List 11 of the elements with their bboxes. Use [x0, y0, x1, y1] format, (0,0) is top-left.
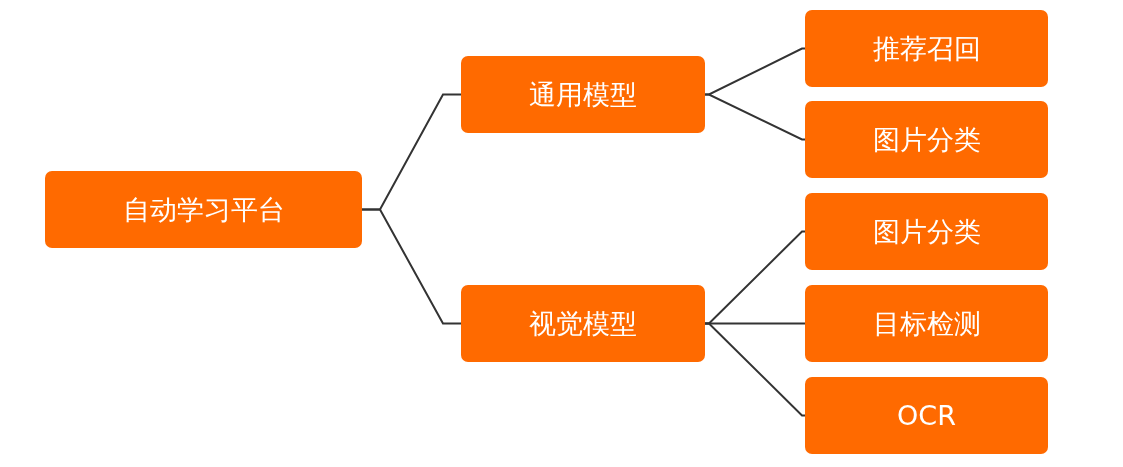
process-box: 推荐召回	[805, 10, 1048, 87]
connector-line	[704, 322, 806, 417]
process-box: 视觉模型	[461, 285, 705, 362]
connector-line	[361, 208, 462, 325]
connector-line	[704, 93, 806, 141]
process-box: 通用模型	[461, 56, 705, 133]
process-box: OCR	[805, 377, 1048, 454]
process-box: 图片分类	[805, 101, 1048, 178]
process-box: 图片分类	[805, 193, 1048, 270]
process-box: 目标检测	[805, 285, 1048, 362]
process-box: 自动学习平台	[45, 171, 362, 248]
